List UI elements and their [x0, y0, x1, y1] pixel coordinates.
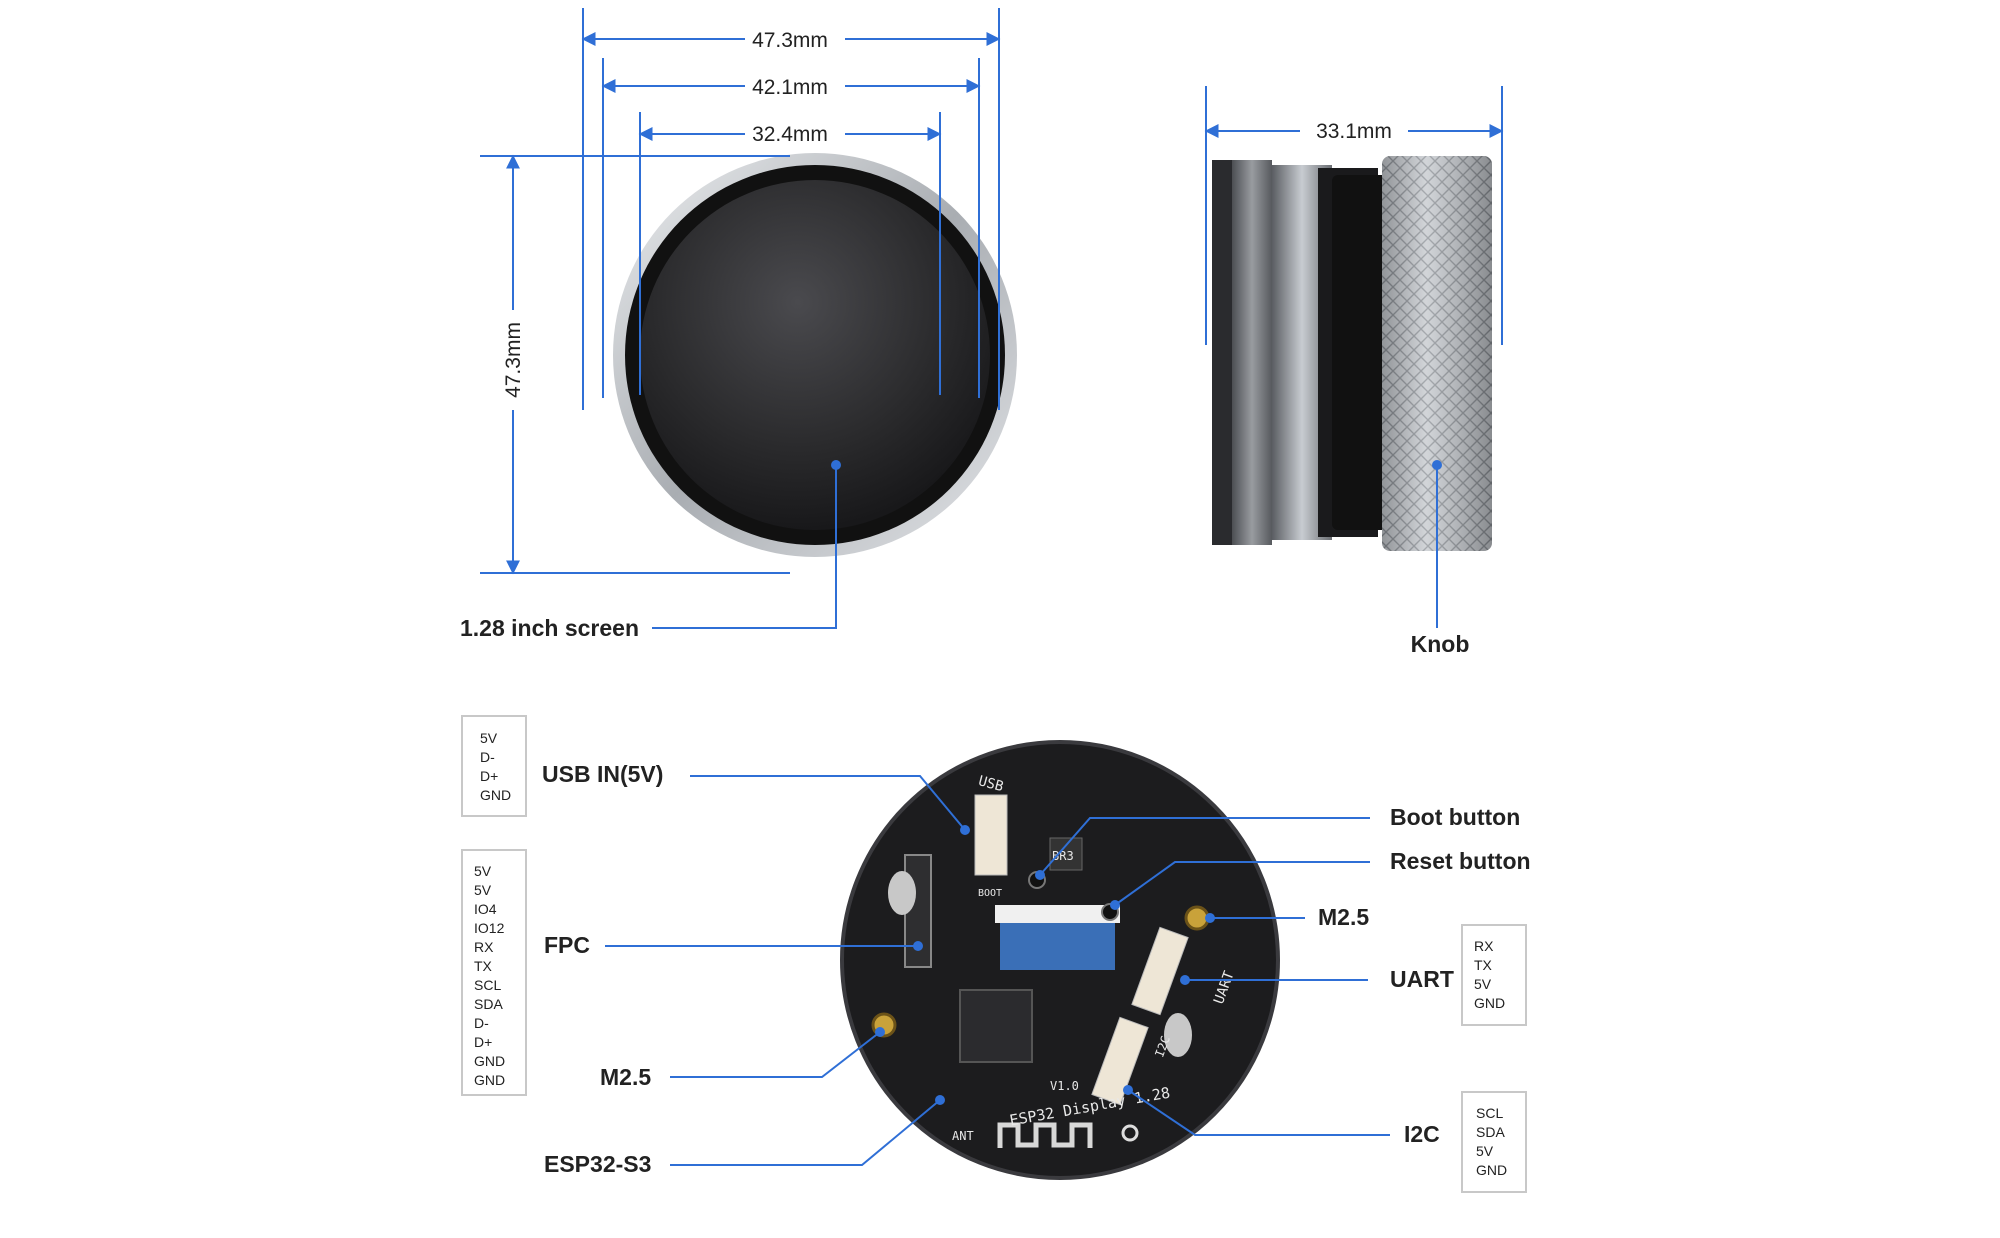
- silk-antenna: ANT: [952, 1129, 974, 1143]
- i2c-pin-0: SCL: [1476, 1105, 1503, 1121]
- antenna-trace: [997, 1122, 1093, 1148]
- usb-pin-3: GND: [480, 787, 511, 803]
- usb-in-label: USB IN(5V): [542, 761, 663, 787]
- fpc-pin-3: IO12: [474, 920, 505, 936]
- reset-button-label: Reset button: [1390, 848, 1531, 874]
- side-clear-ring: [1232, 160, 1272, 545]
- knob-callout-label: Knob: [1411, 631, 1470, 657]
- fpc-pin-2: IO4: [474, 901, 497, 917]
- inductor: [1049, 837, 1083, 871]
- fpc-pin-11: GND: [474, 1072, 505, 1088]
- boot-button-label: Boot button: [1390, 804, 1520, 830]
- fpc-pin-5: TX: [474, 958, 493, 974]
- silk-i2c: I2C: [1152, 1034, 1173, 1059]
- fpc-pin-6: SCL: [474, 977, 501, 993]
- front-screen: [640, 180, 990, 530]
- knob-shade: [1382, 156, 1492, 551]
- bezel-width-label: 42.1mm: [752, 76, 828, 99]
- pcb-callouts: [605, 775, 1390, 1166]
- uart-pin-1: TX: [1474, 957, 1493, 973]
- esp32-label: ESP32-S3: [544, 1151, 651, 1177]
- pcb-edge: [840, 740, 1280, 1180]
- mount-hole-right: [1184, 905, 1210, 931]
- usb-pin-2: D+: [480, 768, 498, 784]
- fpc-pin-7: SDA: [474, 996, 503, 1012]
- silk-version: V1.0: [1050, 1079, 1079, 1093]
- side-dimensions: [1204, 86, 1504, 345]
- fpc-pin-9: D+: [474, 1034, 492, 1050]
- i2c-pin-3: GND: [1476, 1162, 1507, 1178]
- uart-connector: [1131, 926, 1189, 1016]
- screen-width-label: 32.4mm: [752, 123, 828, 146]
- i2c-pin-1: SDA: [1476, 1124, 1505, 1140]
- pin-table-i2c: SCL SDA 5V GND: [1461, 1091, 1527, 1193]
- flex-cable-clamp: [995, 905, 1120, 923]
- side-depth-label: 33.1mm: [1316, 120, 1392, 143]
- uart-label: UART: [1390, 966, 1454, 992]
- uart-pin-3: GND: [1474, 995, 1505, 1011]
- pin-table-uart: RX TX 5V GND: [1461, 924, 1527, 1026]
- screen-callout-label: 1.28 inch screen: [460, 615, 639, 641]
- fpc-label: FPC: [544, 932, 590, 958]
- fpc-pin-0: 5V: [474, 863, 492, 879]
- screen-callout-line: [652, 465, 837, 629]
- fpc-pin-1: 5V: [474, 882, 492, 898]
- uart-pin-2: 5V: [1474, 976, 1492, 992]
- front-view: [613, 153, 1017, 557]
- pcb-callout-dots: [875, 825, 1215, 1105]
- antenna-mark: [1121, 1124, 1139, 1142]
- m25-right-label: M2.5: [1318, 904, 1369, 930]
- height-label: 47.3mm: [502, 322, 525, 398]
- silk-usb: USB: [977, 773, 1006, 795]
- flex-cable: [1000, 915, 1115, 970]
- pcb-board: USB BR3 BOOT UART I2C V1.0 ESP32 Display…: [840, 740, 1280, 1180]
- clip-left: [888, 871, 916, 915]
- front-dimensions: [480, 8, 1001, 575]
- esp32-chip: [959, 989, 1033, 1063]
- pin-table-usb: 5V D- D+ GND: [461, 715, 527, 817]
- fpc-pin-10: GND: [474, 1053, 505, 1069]
- side-dark-ring: [1332, 175, 1388, 530]
- usb-pin-1: D-: [480, 749, 495, 765]
- i2c-label: I2C: [1404, 1121, 1440, 1147]
- i2c-connector: [1091, 1016, 1149, 1106]
- side-view: [1212, 156, 1492, 551]
- i2c-pin-2: 5V: [1476, 1143, 1494, 1159]
- outer-width-label: 47.3mm: [752, 29, 828, 52]
- clip-right: [1164, 1013, 1192, 1057]
- fpc-pin-4: RX: [474, 939, 494, 955]
- silk-chip: BR3: [1052, 849, 1074, 863]
- usb-pin-0: 5V: [480, 730, 498, 746]
- pin-table-fpc: 5V 5V IO4 IO12 RX TX SCL SDA D- D+ GND G…: [461, 849, 527, 1096]
- uart-pin-0: RX: [1474, 938, 1494, 954]
- silk-boot: BOOT: [978, 888, 1002, 899]
- usb-connector: [974, 794, 1008, 876]
- fpc-pin-8: D-: [474, 1015, 489, 1031]
- m25-left-label: M2.5: [600, 1064, 651, 1090]
